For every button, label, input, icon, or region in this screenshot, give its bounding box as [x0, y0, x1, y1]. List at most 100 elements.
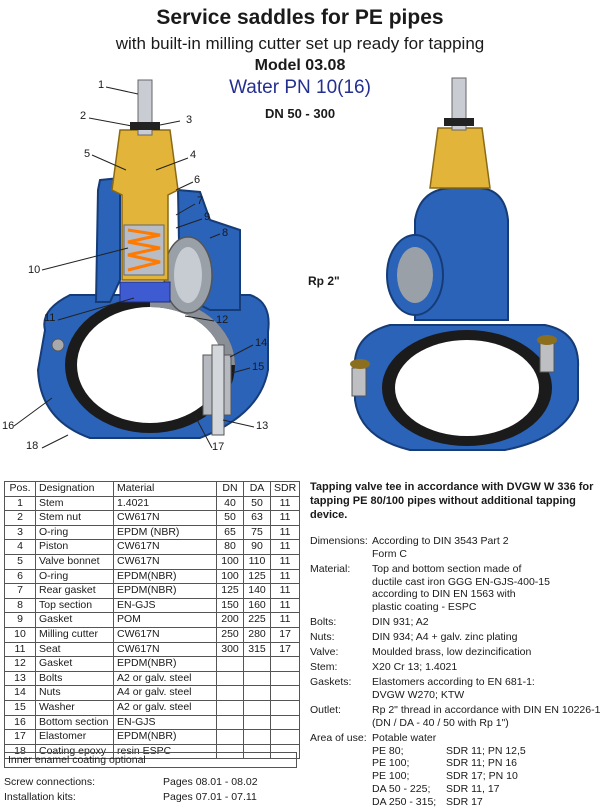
spec-label: Dimensions: [310, 535, 368, 547]
spec-value: Potable water [372, 731, 437, 744]
spec-value: DIN 931; A2 [372, 616, 429, 629]
table-cell: A2 or galv. steel [113, 670, 217, 687]
callout-3: 3 [186, 114, 193, 126]
table-cell: 11 [269, 524, 301, 541]
outlet-thread-label: Rp 2" [308, 274, 340, 288]
area-use-rating: SDR 17; PN 10 [446, 770, 518, 783]
page-title: Service saddles for PE pipes [156, 6, 444, 29]
table-cell [269, 729, 301, 745]
table-cell: 65 [216, 524, 244, 541]
spec-value: Rp 2" thread in accordance with DIN EN 1… [372, 704, 600, 716]
callout-16: 16 [2, 420, 15, 432]
table-cell: 1 [4, 495, 36, 512]
spec-value: DVGW W270; KTW [372, 689, 465, 701]
table-cell [216, 729, 244, 745]
table-cell [216, 670, 244, 687]
table-cell: Piston [35, 539, 114, 555]
table-cell: 2 [4, 510, 36, 526]
table-cell: POM [113, 612, 217, 628]
table-cell: 200 [216, 612, 244, 628]
dn-range: DN 50 - 300 [264, 106, 336, 121]
callout-17: 17 [212, 441, 225, 453]
table-cell: Stem nut [35, 510, 114, 526]
col-header: Designation [35, 481, 114, 497]
installation-kits-label: Installation kits: [4, 791, 76, 803]
area-use-rating: SDR 11; PN 12,5 [446, 744, 526, 757]
exterior-illustration [350, 77, 580, 451]
table-cell: 11 [269, 568, 301, 585]
table-cell: 160 [243, 597, 271, 614]
spec-value: plastic coating - ESPC [372, 601, 477, 614]
spec-value: Elastomers according to EN 681-1: [372, 676, 535, 689]
spec-label: Gaskets: [310, 676, 352, 689]
table-cell: Stem [35, 495, 114, 512]
callout-5: 5 [84, 148, 91, 160]
table-cell: 12 [4, 656, 36, 672]
table-cell [243, 714, 271, 731]
callout-2: 2 [80, 110, 87, 122]
table-cell: 300 [216, 641, 244, 658]
table-cell: Rear gasket [35, 583, 114, 599]
table-cell: 17 [269, 641, 301, 658]
table-cell: 250 [216, 626, 244, 643]
table-cell [243, 670, 271, 687]
table-cell: 11 [269, 612, 301, 628]
table-cell: 3 [4, 524, 36, 541]
spec-value: ductile cast iron GGG EN-GJS-400-15 [372, 575, 550, 588]
col-header: DA [243, 481, 271, 497]
table-cell: 11 [4, 641, 36, 658]
table-header-row: Pos. Designation Material DN DA SDR [4, 481, 301, 497]
table-cell: 11 [269, 553, 301, 570]
table-cell [269, 685, 301, 701]
spec-label: Area of use: [310, 731, 367, 744]
table-cell [243, 685, 271, 701]
callout-13: 13 [256, 420, 269, 432]
area-use-rating: SDR 11; PN 16 [446, 757, 518, 770]
page-subtitle: with built-in milling cutter set up read… [115, 34, 485, 53]
water-rating: Water PN 10(16) [229, 77, 371, 98]
table-cell: CW617N [113, 539, 217, 555]
callout-15: 15 [252, 361, 265, 373]
spec-label: Nuts: [310, 631, 335, 644]
table-cell: 17 [4, 729, 36, 745]
table-cell: 11 [269, 510, 301, 526]
screw-connections-label: Screw connections: [4, 776, 96, 788]
table-cell: 10 [4, 626, 36, 643]
table-cell: CW617N [113, 510, 217, 526]
screw-connections-pages: Pages 08.01 - 08.02 [163, 776, 258, 788]
area-use-rating: SDR 17 [446, 795, 483, 808]
table-cell: 18 [4, 743, 36, 760]
table-cell [269, 714, 301, 731]
table-cell: CW617N [113, 641, 217, 658]
table-cell: 140 [243, 583, 271, 599]
callout-9: 9 [204, 211, 211, 223]
model-label: Model 03.08 [254, 57, 346, 74]
callout-10: 10 [28, 264, 41, 276]
table-cell: EN-GJS [113, 597, 217, 614]
table-cell: 11 [269, 597, 301, 614]
table-cell: 75 [243, 524, 271, 541]
table-cell: Nuts [35, 685, 114, 701]
callout-6: 6 [194, 174, 201, 186]
callout-1: 1 [98, 79, 105, 91]
callout-4: 4 [190, 149, 197, 161]
table-cell: 50 [243, 495, 271, 512]
table-cell: 15 [4, 699, 36, 716]
spec-label: Material: [310, 562, 351, 575]
table-cell [216, 714, 244, 731]
table-cell: 14 [4, 685, 36, 701]
